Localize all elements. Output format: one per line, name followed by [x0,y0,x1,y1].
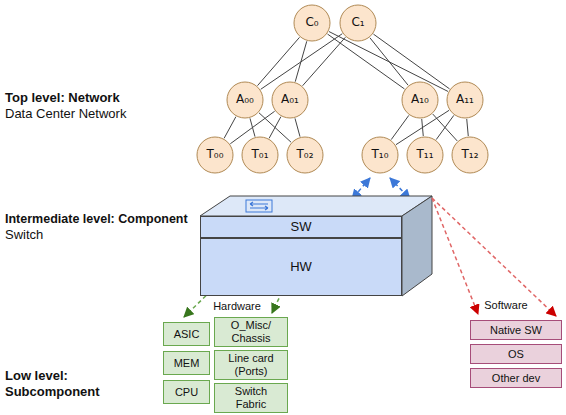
component-box: OS [470,344,562,364]
switch-circle: C₁ [339,4,377,42]
component-box: O_Misc/ Chassis [214,317,288,347]
node-text: SW [291,220,312,235]
network-link [224,117,236,139]
breakdown-arrow [432,198,556,316]
node-text: ASIC [174,328,200,341]
node-text: A₁₁ [456,93,474,107]
circle-shape [452,137,488,173]
node-text: A₁₀ [411,93,429,107]
node-text: C₁ [351,16,364,30]
component-box: HW [200,238,402,296]
switch-circle: T₀₁ [241,136,279,174]
component-box: CPU [163,380,210,404]
network-link [329,32,448,92]
node-text: T₀₁ [252,148,269,162]
level-label: Switch [5,227,195,243]
switch-circle: A₁₀ [401,81,439,119]
node-text: T₀₀ [207,148,224,162]
level-label: Data Center Network [5,106,195,122]
circle-shape [242,137,278,173]
level-label: Top level: Network [5,90,195,106]
node-text: CPU [175,386,198,399]
network-link [373,34,449,89]
swap-icon-arrows [250,202,268,210]
network-link [257,37,299,85]
component-box: Line card (Ports) [214,350,288,380]
node-text: T₀₂ [297,148,314,162]
node-text: Other dev [492,372,540,385]
circle-shape [197,137,233,173]
node-text: HW [290,260,312,275]
swap-icon [246,200,272,212]
cube-top-face [200,196,432,216]
network-link [261,34,343,90]
group-title: Hardware [213,300,261,313]
switch-circle: A₁₁ [446,81,484,119]
circle-shape [407,137,443,173]
switch-circle: T₀₂ [286,136,324,174]
group-title: Software [484,299,527,312]
component-box: Other dev [470,368,562,388]
switch-circle: T₀₀ [196,136,234,174]
network-link [303,37,346,86]
node-text: Switch Fabric [222,385,280,410]
component-box: SW [200,216,402,238]
circle-shape [294,5,330,41]
component-box: ASIC [163,322,210,346]
switch-circle: T₁₀ [361,136,399,174]
switch-circle: C₀ [293,4,331,42]
node-text: Native SW [490,324,542,337]
network-link [391,115,409,139]
node-text: OS [508,348,524,361]
switch-circle: A₀₀ [226,81,264,119]
network-link [467,119,469,136]
level-label: Low level: Subcomponent [5,368,117,399]
level-label: Intermediate level: Component [5,212,197,227]
circle-shape [287,137,323,173]
circle-shape [227,82,263,118]
network-link [269,117,281,139]
component-box: MEM [163,351,210,375]
switch-circle: T₁₂ [451,136,489,174]
network-link [295,118,300,136]
node-text: T₁₂ [462,148,479,162]
node-text: Line card (Ports) [222,352,280,377]
node-text: C₀ [305,16,318,30]
cube-side-face [402,196,432,296]
component-box: Native SW [470,320,562,340]
node-text: O_Misc/ Chassis [222,319,280,344]
network-link [327,34,404,89]
switch-circle: A₀₁ [271,81,309,119]
component-box: Switch Fabric [214,383,288,413]
network-link [436,115,454,139]
node-text: T₁₀ [372,148,389,162]
node-text: T₁₁ [417,148,434,162]
circle-shape [362,137,398,173]
circle-shape [402,82,438,118]
circle-shape [340,5,376,41]
circle-shape [447,82,483,118]
node-text: A₀₀ [236,93,254,107]
breakdown-arrow [432,198,478,314]
node-text: A₀₁ [281,93,299,107]
node-text: MEM [174,357,200,370]
circle-shape [272,82,308,118]
switch-circle: T₁₁ [406,136,444,174]
